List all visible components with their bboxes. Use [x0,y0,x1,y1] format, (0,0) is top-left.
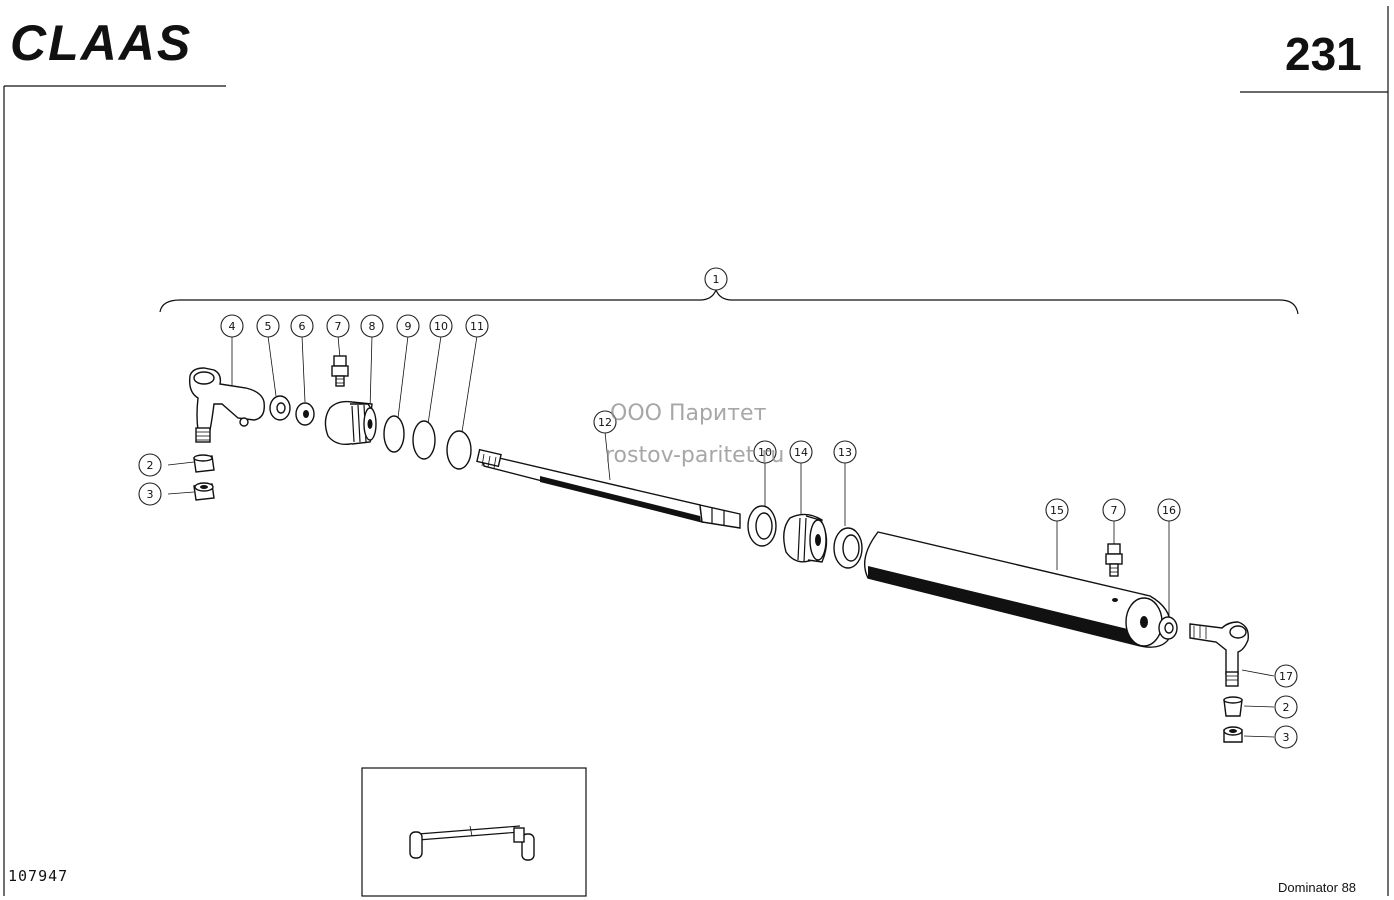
callout-circle [290,314,314,338]
part-castle-nut-left [193,454,215,473]
callout-label: 8 [369,320,376,333]
callout-label: 2 [147,459,154,472]
assembly-brace [159,288,1299,315]
callout-13: 13 [833,440,857,464]
callout-circle [753,440,777,464]
callout-label: 3 [147,488,154,501]
callout-circle [220,314,244,338]
part-piston-14 [783,513,828,563]
callout-14: 14 [789,440,813,464]
callout-3: 3 [138,482,162,506]
callout-circle [256,314,280,338]
callout-label: 6 [299,320,306,333]
part-o-ring-11 [446,430,472,470]
part-o-ring-10 [412,420,436,460]
callout-label: 16 [1162,504,1176,517]
part-cylinder-body-15 [864,531,1172,648]
part-lock-nut-16 [1158,616,1178,640]
callout-label: 5 [265,320,272,333]
callout-circle [789,440,813,464]
callout-circle [138,453,162,477]
callout-label: 4 [229,320,236,333]
callout-circle [1274,664,1298,688]
callout-circle [138,482,162,506]
drawing-reference-number: 107947 [8,867,68,885]
page-frame [3,6,1389,896]
page-number: 231 [1285,28,1362,80]
callout-circle [326,314,350,338]
callout-2: 2 [1274,695,1298,719]
callout-circle [429,314,453,338]
part-washer-13 [833,527,863,569]
callout-circle [465,314,489,338]
callout-label: 1 [713,273,720,286]
callout-label: 14 [794,446,808,459]
callout-16: 16 [1157,498,1181,522]
callout-4: 4 [220,314,244,338]
part-grease-nipple-right [1105,543,1123,577]
callout-circle [1274,695,1298,719]
callout-circle [1102,498,1126,522]
part-washer-6 [295,402,315,426]
callout-label: 9 [405,320,412,333]
callout-label: 3 [1283,731,1290,744]
callout-label: 2 [1283,701,1290,714]
part-o-ring-9 [383,415,405,453]
part-seal-ring-10-right [747,505,777,547]
callout-9: 9 [396,314,420,338]
callout-label: 12 [598,416,612,429]
part-tie-rod-end-right [1189,621,1249,687]
callout-circle [396,314,420,338]
callout-label: 10 [758,446,772,459]
location-inset [361,767,587,897]
callout-6: 6 [290,314,314,338]
claas-logo: CLAAS [10,15,192,71]
callout-label: 15 [1050,504,1064,517]
callout-circle [1274,725,1298,749]
leader-lines [167,335,1275,738]
callout-10: 10 [753,440,777,464]
machine-model: Dominator 88 [1278,880,1356,895]
watermark-company: ООО Паритет [610,401,767,426]
part-seal-ring-5 [269,395,291,421]
part-hex-nut-right [1223,726,1243,743]
callout-circle [704,267,728,291]
callout-label: 10 [434,320,448,333]
part-piston-rod-12 [476,448,741,529]
part-tie-rod-end-left [188,367,265,443]
part-hex-nut-left [193,482,215,501]
part-threaded-bushing-8 [324,400,377,446]
callout-circle [360,314,384,338]
callout-label: 13 [838,446,852,459]
callout-circle [1045,498,1069,522]
callout-17: 17 [1274,664,1298,688]
callout-circle [1157,498,1181,522]
callout-7: 7 [1102,498,1126,522]
callout-5: 5 [256,314,280,338]
callout-8: 8 [360,314,384,338]
callout-2: 2 [138,453,162,477]
callout-15: 15 [1045,498,1069,522]
callout-7: 7 [326,314,350,338]
watermark-url: rostov-paritet.ru [605,443,784,468]
callout-label: 7 [335,320,342,333]
callout-11: 11 [465,314,489,338]
callout-label: 17 [1279,670,1293,683]
callout-3: 3 [1274,725,1298,749]
callout-label: 7 [1111,504,1118,517]
callout-circle [593,410,617,434]
callout-10: 10 [429,314,453,338]
callout-12: 12 [593,410,617,434]
part-grease-nipple-left [331,355,349,387]
callout-circle [833,440,857,464]
part-castle-nut-right [1223,696,1243,717]
callout-1: 1 [704,267,728,291]
callout-label: 11 [470,320,484,333]
